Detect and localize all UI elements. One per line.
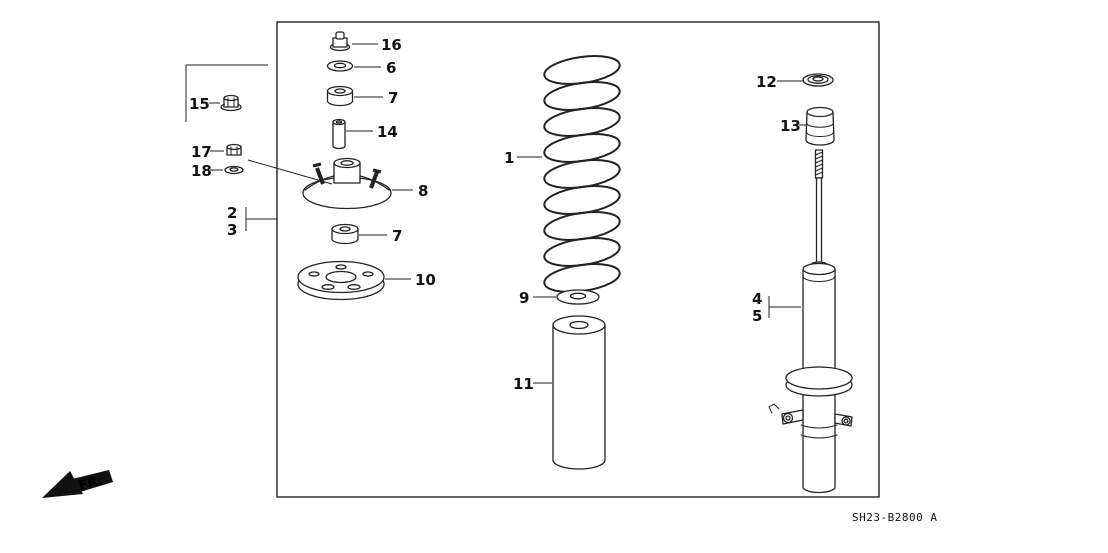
part-label-15: 15 bbox=[189, 95, 210, 113]
part-label-5: 5 bbox=[752, 307, 762, 325]
washer-6 bbox=[326, 60, 354, 72]
part-label-6: 6 bbox=[386, 59, 396, 77]
part-label-9: 9 bbox=[519, 289, 529, 307]
diagram-frame bbox=[276, 21, 880, 498]
part-label-11: 11 bbox=[513, 375, 534, 393]
nut-17 bbox=[226, 143, 242, 156]
spring-washer-9 bbox=[556, 289, 600, 305]
front-direction-arrow: FR. bbox=[42, 470, 113, 498]
flange-nut-15 bbox=[220, 94, 242, 112]
front-arrow-shaft bbox=[68, 470, 113, 492]
part-label-13: 13 bbox=[780, 117, 801, 135]
part-label-8: 8 bbox=[418, 182, 428, 200]
part-label-16: 16 bbox=[381, 36, 402, 54]
part-label-7-upper: 7 bbox=[388, 89, 398, 107]
part-label-3: 3 bbox=[227, 221, 237, 239]
part-label-7-lower: 7 bbox=[392, 227, 402, 245]
coil-spring-1 bbox=[543, 55, 621, 293]
part-label-1: 1 bbox=[504, 149, 514, 167]
mount-rubber-7-lower bbox=[331, 223, 359, 245]
part15-bracket-line bbox=[185, 64, 268, 122]
part-label-12: 12 bbox=[756, 73, 777, 91]
leader-lines bbox=[209, 43, 806, 384]
self-lock-nut-16 bbox=[329, 31, 351, 52]
diagram-code: SH23-B2800 A bbox=[852, 511, 937, 524]
washer-12 bbox=[802, 73, 834, 87]
mount-rubber-7-upper bbox=[326, 85, 354, 107]
mounting-plate-10 bbox=[297, 260, 385, 301]
part-label-4: 4 bbox=[752, 290, 762, 308]
damper-mounting-base-8 bbox=[302, 157, 392, 210]
front-arrow-icon bbox=[42, 471, 83, 498]
part-label-14: 14 bbox=[377, 123, 398, 141]
shock-absorber-4-5 bbox=[768, 149, 853, 494]
part-label-2: 2 bbox=[227, 204, 237, 222]
front-direction-label: FR. bbox=[77, 474, 104, 494]
part-label-17: 17 bbox=[191, 143, 212, 161]
part-label-18: 18 bbox=[191, 162, 212, 180]
part-label-10: 10 bbox=[415, 271, 436, 289]
washer-18 bbox=[224, 165, 244, 175]
collar-14 bbox=[332, 118, 346, 150]
bump-stop-13 bbox=[805, 106, 835, 146]
dust-cover-11 bbox=[552, 315, 606, 470]
